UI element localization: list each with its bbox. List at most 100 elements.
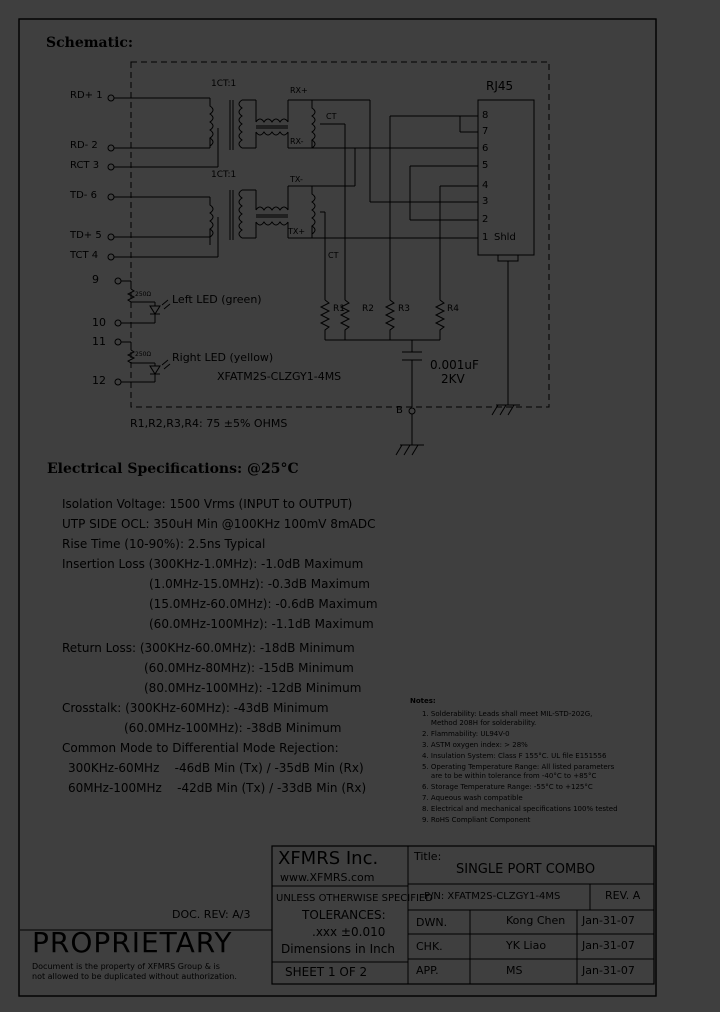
note-1b: Method 208H for solderability. <box>422 719 537 727</box>
proprietary-note-1: Document is the property of XFMRS Group … <box>32 962 220 971</box>
ct-label-top: CT <box>326 112 337 121</box>
app-date: Jan-31-07 <box>582 964 635 977</box>
rj45-pin-1: 1 <box>482 232 489 243</box>
cap-voltage: 2KV <box>441 372 465 386</box>
spec-cmr-title: Common Mode to Differential Mode Rejecti… <box>62 741 339 755</box>
rj45-pin-3: 3 <box>482 196 489 207</box>
proprietary-note-2: not allowed to be duplicated without aut… <box>32 972 237 981</box>
net-tx-plus: TX+ <box>288 227 306 236</box>
capacitor <box>395 351 424 456</box>
pin-label-tct: TCT 4 <box>70 250 99 261</box>
schematic-title: Schematic: <box>46 35 134 51</box>
rj45-pin-4: 4 <box>482 180 489 191</box>
spec-return-2: (60.0MHz-80MHz): -15dB Minimum <box>144 661 354 675</box>
net-tx-minus: TX- <box>290 175 303 184</box>
pin-label-11: 11 <box>92 335 106 348</box>
ct-label-bottom: CT <box>328 251 339 260</box>
pin-label-rd-plus: RD+ 1 <box>70 90 103 101</box>
electrical-title: Electrical Specifications: @25°C <box>47 461 299 477</box>
note-2: 2. Flammability: UL94V-0 <box>422 730 510 738</box>
notes-title: Notes: <box>410 697 436 705</box>
transformer-bottom <box>209 148 478 300</box>
title-block-grid <box>20 845 655 985</box>
spec-rise-time: Rise Time (10-90%): 2.5ns Typical <box>62 537 266 551</box>
part-number: P/N: XFATM2S-CLZGY1-4MS <box>424 891 561 902</box>
app-label: APP. <box>416 964 439 977</box>
rj45-pin-8: 8 <box>482 110 489 121</box>
spec-cmr-2: 60MHz-100MHz -42dB Min (Tx) / -33dB Min … <box>68 781 367 795</box>
note-4: 4. Insulation System: Class F 155°C. UL … <box>422 752 607 760</box>
note-3: 3. ASTM oxygen index: > 28% <box>422 741 528 749</box>
rj45-nets <box>389 115 478 300</box>
rj45-label: RJ45 <box>486 79 514 93</box>
rj45-shield-tab <box>497 254 519 262</box>
note-6: 6. Storage Temperature Range: -55°C to +… <box>422 783 593 791</box>
rj45-pin-7: 7 <box>482 126 489 137</box>
chk-date: Jan-31-07 <box>582 939 635 952</box>
dimensions-unit: Dimensions in Inch <box>281 942 395 956</box>
company-website[interactable]: www.XFMRS.com <box>280 871 375 884</box>
chk-label: CHK. <box>416 940 443 953</box>
pin-b-label: B <box>396 405 403 416</box>
spec-insertion-3: (15.0MHz-60.0MHz): -0.6dB Maximum <box>149 597 378 611</box>
spec-return-1: Return Loss: (300KHz-60.0MHz): -18dB Min… <box>62 641 355 655</box>
revision: REV. A <box>605 889 641 902</box>
spec-crosstalk-2: (60.0MHz-100MHz): -38dB Minimum <box>124 721 342 735</box>
resistor-r2: R2 <box>362 304 374 314</box>
app-name: MS <box>506 964 523 977</box>
pin-leads <box>107 94 218 386</box>
resistor-r4: R4 <box>447 304 459 314</box>
pin-label-td-plus: TD+ 5 <box>70 230 102 241</box>
termination-resistors <box>319 299 446 352</box>
led-right-label: Right LED (yellow) <box>172 351 274 364</box>
led-resistor-left: 250Ω <box>135 291 152 298</box>
sheet-border <box>18 18 657 997</box>
rj45-pin-2: 2 <box>482 214 489 225</box>
tolerances-label: TOLERANCES: <box>302 908 386 922</box>
pin-label-12: 12 <box>92 374 106 387</box>
rj45-shield-label: Shld <box>494 232 516 243</box>
xfmr-ratio-bottom: 1CT:1 <box>211 170 237 180</box>
led-resistor-right: 250Ω <box>135 351 152 358</box>
pin-label-rct: RCT 3 <box>70 160 100 171</box>
rj45-pin-6: 6 <box>482 143 489 154</box>
note-9: 9. RoHS Compliant Component <box>422 816 531 824</box>
led-left-label: Left LED (green) <box>172 293 262 306</box>
transformer-top <box>209 98 478 300</box>
note-1a: 1. Solderability: Leads shall meet MIL-S… <box>422 710 593 718</box>
note-5b: are to be within tolerance from -40°C to… <box>422 772 597 780</box>
spec-crosstalk-1: Crosstalk: (300KHz-60MHz): -43dB Minimum <box>62 701 329 715</box>
spec-insertion-1: Insertion Loss (300KHz-1.0MHz): -1.0dB M… <box>62 557 364 571</box>
proprietary-label: PROPRIETARY <box>32 926 233 959</box>
resistor-r1: R1 <box>333 304 345 314</box>
chk-name: YK Liao <box>506 939 547 952</box>
company-name: XFMRS Inc. <box>278 848 379 869</box>
spec-ocl: UTP SIDE OCL: 350uH Min @100KHz 100mV 8m… <box>62 517 376 531</box>
resistor-r3: R3 <box>398 304 410 314</box>
note-8: 8. Electrical and mechanical specificati… <box>422 805 618 813</box>
note-7: 7. Aqueous wash compatible <box>422 794 523 802</box>
component-outline <box>130 61 550 408</box>
spec-return-3: (80.0MHz-100MHz): -12dB Minimum <box>144 681 362 695</box>
spec-isolation: Isolation Voltage: 1500 Vrms (INPUT to O… <box>62 497 353 511</box>
dwn-date: Jan-31-07 <box>582 914 635 927</box>
rj45-pin-5: 5 <box>482 160 489 171</box>
dwn-name: Kong Chen <box>506 914 566 927</box>
unless-specified: UNLESS OTHERWISE SPECIFIED <box>276 893 433 904</box>
pin-label-9: 9 <box>92 273 99 286</box>
net-rx-plus: RX+ <box>290 86 308 95</box>
pin-label-10: 10 <box>92 316 106 329</box>
title-label: Title: <box>414 850 442 863</box>
pin-label-rd-minus: RD- 2 <box>70 140 98 151</box>
spec-cmr-1: 300KHz-60MHz -46dB Min (Tx) / -35dB Min … <box>68 761 364 775</box>
resistor-note: R1,R2,R3,R4: 75 ±5% OHMS <box>130 417 288 430</box>
cap-value: 0.001uF <box>430 358 479 372</box>
tolerance-value: .xxx ±0.010 <box>312 925 386 939</box>
schematic-part-number: XFATM2S-CLZGY1-4MS <box>217 370 342 383</box>
net-rx-minus: RX- <box>290 137 304 146</box>
xfmr-ratio-top: 1CT:1 <box>211 79 237 89</box>
dwn-label: DWN. <box>416 916 448 929</box>
spec-insertion-4: (60.0MHz-100MHz): -1.1dB Maximum <box>149 617 374 631</box>
sheet-number: SHEET 1 OF 2 <box>285 965 368 979</box>
